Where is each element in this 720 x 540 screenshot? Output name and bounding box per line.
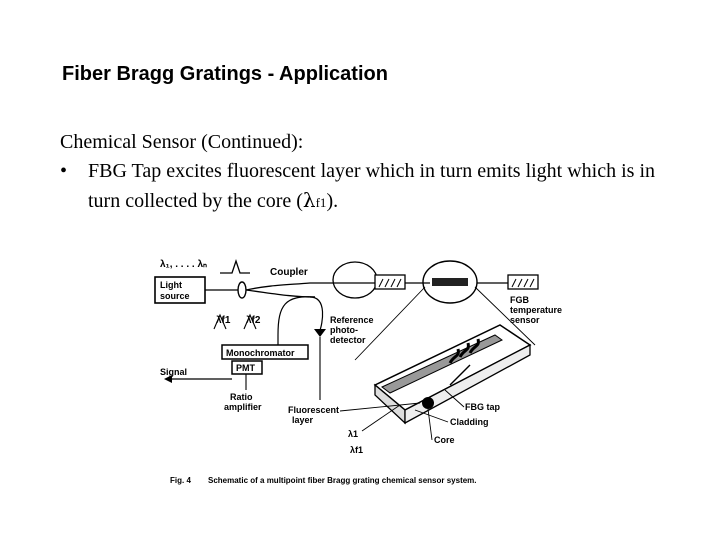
main-fiber <box>245 282 375 291</box>
excitation-arrow <box>449 364 471 386</box>
lambda-f1-bottom-label: λf1 <box>350 445 363 455</box>
sensor-block-side <box>404 343 531 425</box>
reference-label-1: Reference <box>330 315 374 325</box>
bullet-end: ). <box>326 190 339 212</box>
lambda-symbol: λ <box>302 188 316 212</box>
fbg-tap-label: FBG tap <box>465 402 501 412</box>
input-pulse-shape <box>220 258 250 274</box>
cladding-leader <box>414 409 449 423</box>
grating-hatch-2 <box>511 278 535 288</box>
core-label: Core <box>434 435 455 445</box>
lambda-subscript: f1 <box>315 195 327 210</box>
reference-fiber <box>309 296 324 331</box>
slide-title: Fiber Bragg Gratings - Application <box>62 63 388 85</box>
bullet-item: • FBG Tap excites fluorescent layer whic… <box>60 157 660 217</box>
zoom-line-left <box>354 286 426 361</box>
fiber-coil <box>332 261 378 299</box>
pmt-label: PMT <box>236 363 256 373</box>
fgb-label-1: FGB <box>510 295 529 305</box>
return-fiber <box>277 296 316 345</box>
signal-arrowhead <box>164 375 172 383</box>
pmt-box <box>231 360 263 375</box>
reference-label-3: detector <box>330 335 366 345</box>
fgb-label-2: temperature <box>510 305 562 315</box>
ratio-label-1: Ratio <box>230 392 253 402</box>
figure-caption: Schematic of a multipoint fiber Bragg gr… <box>208 476 477 485</box>
bullet-text: FBG Tap excites fluorescent layer which … <box>88 160 656 212</box>
monochromator-box <box>221 344 309 360</box>
magnified-grating <box>432 278 468 286</box>
coupler-branch <box>245 289 316 298</box>
fgb-label-3: sensor <box>510 315 540 325</box>
cladding-label: Cladding <box>450 417 489 427</box>
sensor-schematic: λ₁, . . . . λₙ Light source Coupler FGB … <box>154 258 562 485</box>
reference-label-2: photo- <box>330 325 358 335</box>
lens-icon <box>237 281 247 299</box>
monochromator-label: Monochromator <box>226 348 295 358</box>
slide-body: Chemical Sensor (Continued): • FBG Tap e… <box>60 128 660 217</box>
fluorescence-emission <box>448 338 480 364</box>
peak-f1 <box>213 313 227 330</box>
fluorescent-leader <box>339 402 421 412</box>
light-source-label-1: Light <box>160 280 182 290</box>
section-heading: Chemical Sensor (Continued): <box>60 131 304 153</box>
photodetector-icon <box>314 329 326 337</box>
figure-number: Fig. 4 <box>170 476 191 485</box>
core-dot <box>422 397 434 409</box>
lambda-leader <box>361 404 401 432</box>
lambda-f1-label: λf1 <box>216 315 231 326</box>
peak-f2 <box>243 313 257 330</box>
magnified-region <box>422 260 478 304</box>
lambda-f2-label: λf2 <box>246 315 261 326</box>
core-leader <box>427 408 433 441</box>
fbg-tap-leader <box>444 389 465 408</box>
lambda-1-label: λ1 <box>348 429 358 439</box>
grating-hatch-1 <box>378 278 402 288</box>
bullet-marker: • <box>60 160 68 182</box>
light-source-label-2: source <box>160 291 190 301</box>
zoom-line-right <box>474 286 536 346</box>
fluorescent-label-1: Fluorescent <box>288 405 339 415</box>
fluorescent-label-2: layer <box>292 415 314 425</box>
signal-label: Signal <box>160 367 187 377</box>
ratio-label-2: amplifier <box>224 402 262 412</box>
wavelength-range-label: λ₁, . . . . λₙ <box>160 259 207 270</box>
light-source-box <box>154 276 206 304</box>
coupler-label: Coupler <box>270 267 308 278</box>
